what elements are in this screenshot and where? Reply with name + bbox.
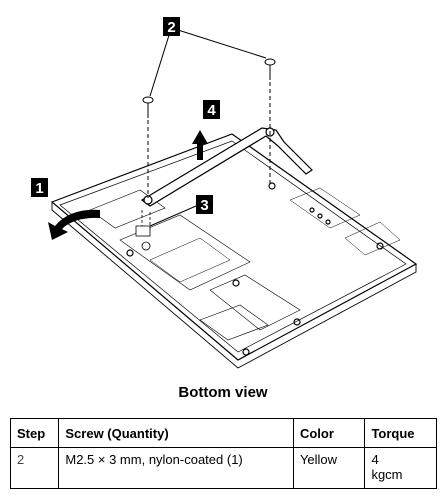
callout-4: 4 <box>203 100 220 119</box>
lift-arrow <box>48 209 100 240</box>
torque-unit: kgcm <box>371 467 403 482</box>
screw-right <box>264 58 276 186</box>
base-cover <box>50 133 418 369</box>
callout-3-label: 3 <box>200 197 208 214</box>
step-cell: 2 <box>9 447 60 489</box>
header-color: Color <box>292 418 366 448</box>
callout-1-label: 1 <box>35 180 43 197</box>
figure-caption: Bottom view <box>178 384 268 401</box>
table-header-row: Step Screw (Quantity) Color Torque <box>9 418 437 448</box>
callout-1: 1 <box>31 178 48 197</box>
screw-table: Step Screw (Quantity) Color Torque 2 M2.… <box>9 418 437 489</box>
cable <box>140 127 313 207</box>
callout-4-label: 4 <box>207 102 216 119</box>
disassembly-diagram: 1 2 3 4 <box>31 17 418 369</box>
screw-cell: M2.5 × 3 mm, nylon-coated (1) <box>58 447 294 489</box>
color-cell: Yellow <box>292 447 366 489</box>
callout-2: 2 <box>163 17 180 36</box>
torque-cell: 4 kgcm <box>364 447 437 489</box>
header-torque: Torque <box>364 418 437 448</box>
table-row: 2 M2.5 × 3 mm, nylon-coated (1) Yellow 4… <box>9 447 437 489</box>
connector <box>135 210 151 251</box>
header-step: Step <box>9 418 60 448</box>
callout-3: 3 <box>196 195 213 214</box>
callout-2-label: 2 <box>167 19 175 36</box>
screw-left <box>142 96 154 198</box>
torque-value: 4 <box>371 452 379 467</box>
up-arrow <box>192 130 208 160</box>
header-screw: Screw (Quantity) <box>58 418 294 448</box>
leader-lines <box>149 29 267 227</box>
